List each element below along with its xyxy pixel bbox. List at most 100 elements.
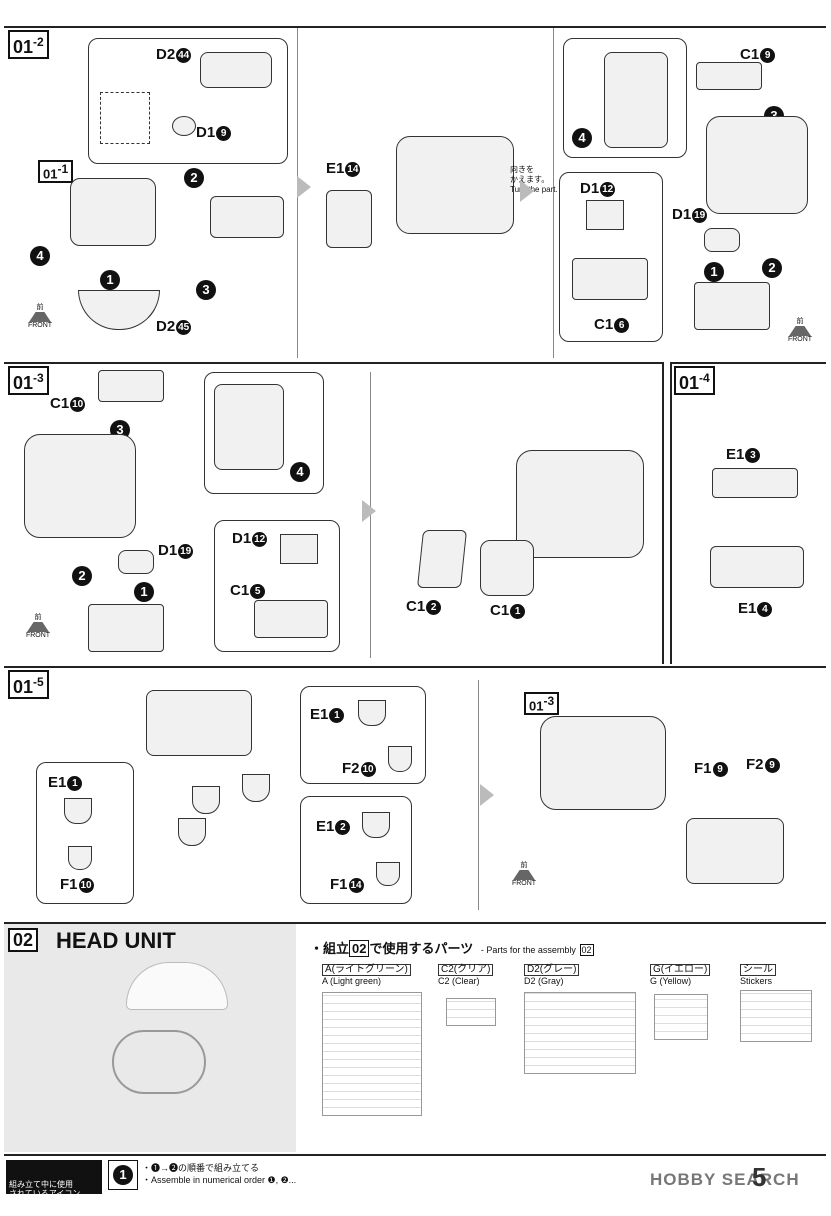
runner-sheet-c2: [446, 998, 496, 1026]
step-01-5-panel: [4, 666, 826, 920]
part-f1-14: [376, 862, 400, 886]
part-d1-12: [586, 200, 624, 230]
part-f2-10: [388, 746, 412, 772]
head-assembly-right: [706, 116, 808, 214]
part-e1-4: [710, 546, 804, 588]
part-d1-19: [704, 228, 740, 252]
part-c1-6: [572, 258, 648, 300]
section-02-panel: [4, 922, 826, 1154]
part-e1-1: [64, 798, 92, 824]
thruster-nozzle: [192, 786, 220, 814]
footer-divider: [4, 1154, 826, 1156]
divider: [553, 28, 554, 358]
step-number-4: 4: [572, 128, 592, 148]
head-assembly-final: [516, 450, 644, 558]
runner-sheet-a: [322, 992, 422, 1116]
part-d1-19: [118, 550, 154, 574]
head-assembly-left: [24, 434, 136, 538]
step-number-1: 1: [100, 270, 120, 290]
step-number-4: 4: [290, 462, 310, 482]
part-e1-1: [358, 700, 386, 726]
step-number-3: 3: [196, 280, 216, 300]
next-arrow: [362, 500, 376, 522]
lower-body-with-thrusters: [686, 818, 784, 884]
divider: [478, 680, 479, 910]
step-01-4-tag: 01-4: [674, 366, 715, 395]
step-01-2-panel: [4, 26, 826, 362]
head-side-detail: [214, 384, 284, 470]
step-01-4-panel: [670, 362, 826, 664]
step-number-2: 2: [184, 168, 204, 188]
runner-sheet-d2: [524, 992, 636, 1074]
part-f1-10: [68, 846, 92, 870]
next-arrow: [480, 784, 494, 806]
order-icon: 1: [108, 1160, 138, 1190]
head-assembly-mid: [396, 136, 514, 234]
section-02-title: HEAD UNIT: [56, 928, 176, 953]
part-e1-2: [362, 812, 390, 838]
ref-tag-01-1: 01-1: [38, 160, 74, 184]
step-number-2: 2: [762, 258, 782, 278]
ref-tag-01-3: 01-3: [524, 692, 560, 716]
step-number-1: 1: [134, 582, 154, 602]
sheet-label-d2: D2(グレー)D2 (Gray): [524, 964, 580, 986]
part-d2-frame: [210, 196, 284, 238]
step-01-3-panel: [4, 362, 664, 664]
step-number-4: 4: [30, 246, 50, 266]
runner-sheet-g: [654, 994, 708, 1040]
watermark-logo: HOBBY SEARCH: [650, 1170, 800, 1189]
head-block-assembly: [70, 178, 156, 246]
thruster-nozzle: [178, 818, 206, 846]
part-base-holder: [88, 604, 164, 652]
part-c1-10: [98, 370, 164, 402]
part-c1-5: [254, 600, 328, 638]
head-assembly-complete: [540, 716, 666, 810]
order-instruction: ・❶→❷の順番で組み立てる・Assemble in numerical orde…: [142, 1163, 297, 1185]
head-unit-frame: [112, 1030, 206, 1094]
thruster-nozzle: [242, 774, 270, 802]
sheet-label-a: A(ライトグリーン)A (Light green): [322, 964, 411, 986]
section-02-tag: 02: [8, 928, 39, 952]
part-c1-1: [480, 540, 534, 596]
part-e1-14: [326, 190, 372, 248]
step-01-5-tag: 01-5: [8, 670, 49, 699]
sheet-label-c2: C2(クリア)C2 (Clear): [438, 964, 494, 986]
dashed-part-preview: [100, 92, 150, 144]
page-number: 5: [752, 1162, 767, 1192]
next-arrow: [520, 180, 534, 202]
head-side-detail: [604, 52, 668, 148]
sheet-label-g: G(イエロー)G (Yellow): [650, 964, 711, 986]
part-base-holder: [694, 282, 770, 330]
part-e1-3: [712, 468, 798, 498]
lower-body-block: [146, 690, 252, 756]
